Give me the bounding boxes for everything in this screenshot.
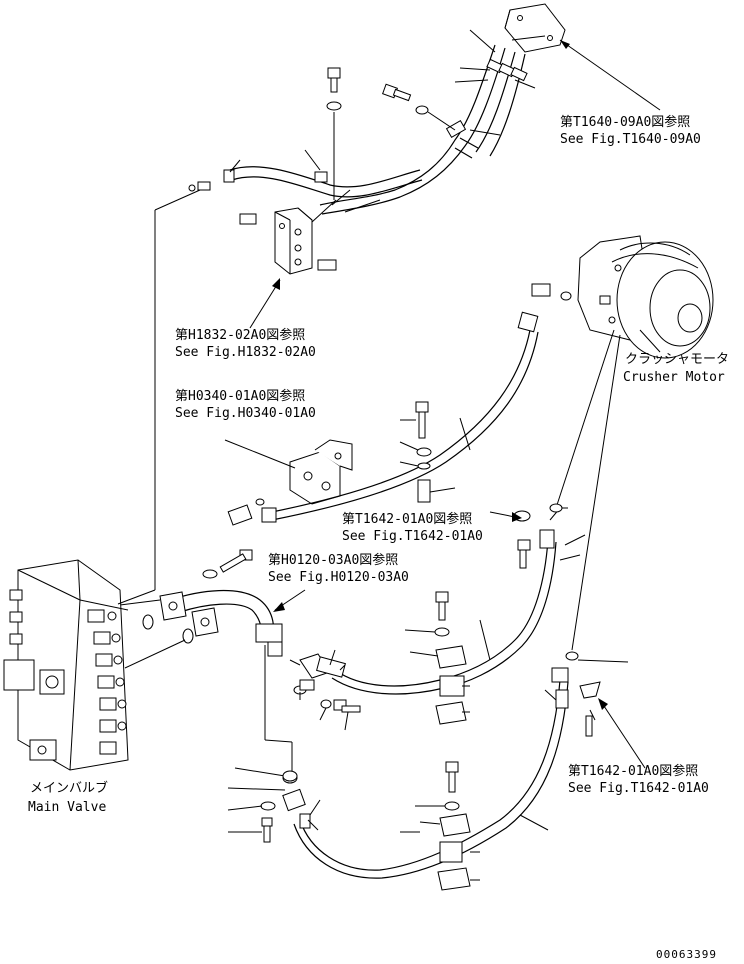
t1642b-ref-jp: 第T1642-01A0図参照: [568, 763, 698, 779]
crusher-motor-label-jp: クラッシャモータ: [625, 352, 729, 367]
t1640-ref-en: See Fig.T1640-09A0: [560, 132, 701, 147]
h1832-ref-jp: 第H1832-02A0図参照: [175, 327, 305, 343]
motor-hose: [227, 283, 572, 526]
drawing-number: 00063399: [656, 948, 717, 961]
h0340-ref-jp: 第H0340-01A0図参照: [175, 388, 305, 404]
h0340-leader: [224, 439, 296, 469]
crusher-motor-label-en: Crusher Motor: [623, 370, 725, 385]
h1832-ref-en: See Fig.H1832-02A0: [175, 345, 316, 360]
h1832-leader: [249, 279, 281, 329]
top-connector-block: [504, 3, 566, 53]
right-hose-upper: [331, 507, 586, 725]
h1832-valve-block: [239, 189, 381, 275]
t1642b-ref-en: See Fig.T1642-01A0: [568, 781, 709, 796]
main-valve-label-jp: メインバルブ: [30, 780, 108, 796]
top-hose-bundle: [188, 29, 536, 215]
t1640-ref-jp: 第T1640-09A0図参照: [560, 114, 690, 130]
h0340-ref-en: See Fig.H0340-01A0: [175, 406, 316, 421]
crusher-motor: [555, 235, 714, 651]
h0120-ref-jp: 第H0120-03A0図参照: [268, 552, 398, 568]
crusher-motor-leader: [639, 329, 661, 353]
t1640-leader: [559, 39, 661, 111]
h0120-pipe-assembly: [119, 549, 361, 782]
main-valve: [3, 189, 201, 771]
right-hose-lower: [227, 651, 629, 891]
main-valve-label-en: Main Valve: [28, 800, 106, 815]
t1642a-ref-jp: 第T1642-01A0図参照: [342, 511, 472, 527]
t1642a-ref-en: See Fig.T1642-01A0: [342, 529, 483, 544]
top-bolts: [326, 67, 456, 200]
h0120-ref-en: See Fig.H0120-03A0: [268, 570, 409, 585]
